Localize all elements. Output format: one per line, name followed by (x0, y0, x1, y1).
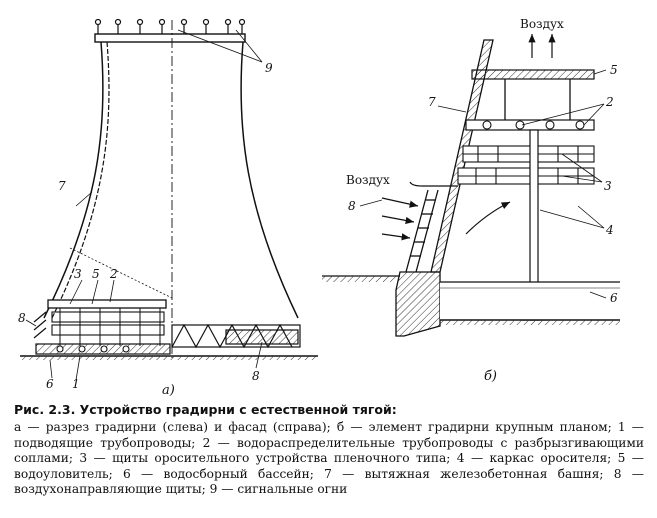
label-a-5: 5 (92, 267, 100, 281)
sublabel-a: а) (162, 383, 175, 398)
label-a-8-right: 8 (252, 369, 260, 383)
label-b-3: 3 (604, 179, 612, 193)
caption-title: Рис. 2.3. Устройство градирни с естестве… (14, 402, 397, 417)
air-inlet-label: Воздух (346, 173, 390, 187)
label-a-9: 9 (265, 61, 273, 75)
drift-eliminator (471, 69, 595, 80)
signal-lights (94, 18, 246, 34)
label-b-8: 8 (348, 199, 356, 213)
air-outlet-label: Воздух (520, 17, 564, 31)
supply-pipes (56, 345, 130, 353)
label-a-3: 3 (74, 267, 82, 281)
caption-body: а — разрез градирни (слева) и фасад (спр… (14, 420, 644, 497)
label-b-4: 4 (605, 223, 614, 237)
air-guide-shields-left (33, 311, 47, 339)
tower-view-a (20, 18, 318, 381)
air-guide-shields-facade (171, 323, 301, 349)
label-a-1: 1 (72, 377, 80, 391)
air-guide-shields (405, 181, 458, 273)
cooling-tower-figure: 9 7 3 5 2 8 6 1 8 а) (18, 17, 620, 398)
tower-top-rim (94, 33, 246, 43)
figure-caption: Рис. 2.3. Устройство градирни с естестве… (14, 402, 644, 497)
label-a-7: 7 (58, 179, 66, 193)
fill-shields (457, 145, 595, 185)
tower-shell-right (240, 41, 299, 319)
label-a-2: 2 (109, 267, 118, 281)
label-b-2: 2 (605, 95, 614, 109)
element-view-b (322, 34, 620, 337)
label-b-5: 5 (610, 63, 618, 77)
label-a-6: 6 (46, 377, 54, 391)
tower-shell-left (43, 41, 104, 319)
label-b-6: 6 (610, 291, 618, 305)
sublabel-b: б) (484, 369, 497, 384)
label-b-7: 7 (428, 95, 436, 109)
label-a-8-left: 8 (18, 311, 26, 325)
irrigation-fill-section (47, 299, 167, 346)
basin-foundation (395, 271, 441, 337)
water-basin (440, 282, 620, 320)
